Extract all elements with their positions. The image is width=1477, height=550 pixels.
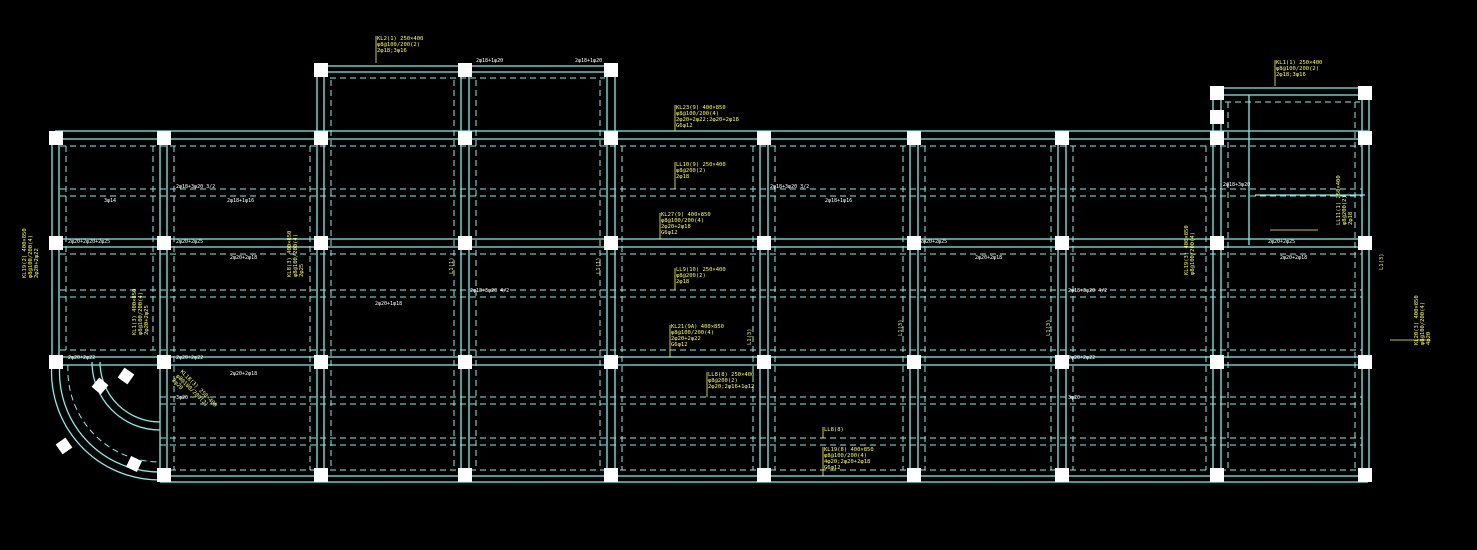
tag-left-2-line-1: KL1(3) 400×850 <box>132 289 138 335</box>
rebar-label: 2φ18+1φ16 <box>227 198 254 204</box>
tag-left-3-line-3: 2φ25 <box>299 264 305 277</box>
tag-kl1-line-3: 2φ18;3φ16 <box>1276 72 1306 78</box>
beam-tags: KL2(1) 250×400 φ8@100/200(2) 2φ18;3φ16 K… <box>22 36 1432 471</box>
main-beams <box>50 65 1370 483</box>
rebar-label: L1(1) <box>449 257 455 274</box>
tag-ll10-line-2: φ8@200(2) <box>676 168 706 174</box>
rebar-label: 3φ20 <box>1068 395 1080 401</box>
rebar-label: 2φ20+2φ18 <box>975 255 1002 261</box>
tag-ll10-line-3: 2φ18 <box>676 174 689 180</box>
rebar-label: 2φ20+1φ18 <box>375 301 402 307</box>
rebar-label: L1(3) <box>747 328 753 345</box>
tag-kl21-line-1: KL21(9A) 400×850 <box>671 324 724 330</box>
rebar-label: 2φ20+2φ18 <box>230 371 257 377</box>
tag-right-4-line-1: L1(3) <box>1379 253 1385 270</box>
rebar-label: 3φ14 <box>104 198 116 204</box>
rebar-label: 2φ20+2φ18 <box>230 255 257 261</box>
rebar-label: 2φ18+3φ20 <box>1223 182 1250 188</box>
rebar-label: 2φ18+1φ20 <box>575 58 602 64</box>
rebar-label: 2φ20+2φ22 <box>1068 355 1095 361</box>
tag-left-3-line-2: φ8@100/200(4) <box>293 234 299 277</box>
tag-kl27-line-3: 2φ20+2φ18 <box>661 224 691 230</box>
tag-kl23-line-1: KL23(9) 400×850 <box>676 105 726 111</box>
rebar-label: 2φ18+3φ20 3/2 <box>770 184 809 190</box>
rebar-label: 2φ20+2φ25 <box>920 239 947 245</box>
tag-kl1-line-1: KL1(1) 250×400 <box>1276 60 1322 66</box>
tag-kl19-line-2: φ8@100/200(4) <box>824 453 867 459</box>
tag-kl19-line-4: G6φ12 <box>824 465 841 471</box>
rebar-label: 2φ18+3φ20 4/2 <box>470 288 509 294</box>
tag-right-3-line-3: 4φ20 <box>1426 332 1432 345</box>
tag-kl1-line-2: φ8@100/200(2) <box>1276 66 1319 72</box>
tag-kl21-line-3: 2φ20+2φ22 <box>671 336 701 342</box>
rebar-label: 2φ20+2φ18 <box>1280 255 1307 261</box>
rebar-label: 2φ20+2φ25 <box>1268 239 1295 245</box>
tag-left-2-line-2: φ8@100/200(4) <box>138 292 144 335</box>
tag-kl2-line-1: KL2(1) 250×400 <box>377 36 423 42</box>
tag-ll8-line-3: 2φ20;2φ16+1φ12 <box>708 384 754 390</box>
tag-right-3-line-1: KL20(3) 400×850 <box>1414 295 1420 345</box>
tag-left-2-line-3: 2φ20+2φ25 <box>144 305 150 335</box>
tag-kl21-line-4: G6φ12 <box>671 342 688 348</box>
rebar-labels: 2φ18+1φ20 2φ18+1φ20 2φ18+3φ20 3/2 2φ18+1… <box>68 58 1307 401</box>
tag-kl27-line-4: G6φ12 <box>661 230 678 236</box>
tag-ll8-line-1: LL8(8) 250×400 <box>708 372 754 378</box>
rebar-label: L1(1) <box>596 257 602 274</box>
tag-left-4-line-1: KL18(3) 250×400 <box>179 369 218 408</box>
tag-kl27-line-1: KL27(9) 400×850 <box>661 212 711 218</box>
tag-kl19-line-3: 4φ20;2φ20+2φ18 <box>824 459 870 465</box>
tag-ll9-line-1: LL9(10) 250×400 <box>676 267 726 273</box>
rebar-label: L1(3) <box>1046 319 1052 336</box>
tag-kl2-line-3: 2φ18;3φ16 <box>377 48 407 54</box>
tag-ll10-line-1: LL10(9) 250×400 <box>676 162 726 168</box>
tag-left-1-line-2: φ8@100/200(4) <box>28 235 34 278</box>
tag-kl21-line-2: φ8@100/200(4) <box>671 330 714 336</box>
rebar-label: 2φ20+2φ20+2φ25 <box>68 239 110 245</box>
tag-right-2-line-1: LL11(1) 250×400 <box>1336 175 1342 225</box>
rebar-label: 2φ18+3φ20 4/2 <box>1068 288 1107 294</box>
rebar-label: L1(3) <box>898 319 904 336</box>
rebar-label: 2φ18+3φ20 3/2 <box>176 184 215 190</box>
tag-right-3-line-2: φ8@100/200(4) <box>1420 302 1426 345</box>
rebar-label: 2φ18+1φ16 <box>825 198 852 204</box>
tag-kl27-line-2: φ8@100/200(4) <box>661 218 704 224</box>
tag-right-2-line-2: φ8@200(2) <box>1342 195 1348 225</box>
rebar-label: 2φ20+2φ25 <box>176 239 203 245</box>
tag-kl2-line-2: φ8@100/200(2) <box>377 42 420 48</box>
rebar-label: 2φ20+2φ22 <box>68 355 95 361</box>
annotation-leaders <box>375 36 1430 476</box>
tag-left-3-line-1: KL8(3) 400×850 <box>287 231 293 277</box>
tag-kl19-line-1: KL19(8) 400×850 <box>824 447 874 453</box>
tag-ll9-line-2: φ8@200(2) <box>676 273 706 279</box>
tag-right-2-line-3: 2φ18 <box>1348 212 1354 225</box>
tag-ll9-line-3: 2φ18 <box>676 279 689 285</box>
columns <box>49 63 1372 482</box>
rebar-label: 3φ20 <box>176 395 188 401</box>
tag-left-1-line-1: KL19(2) 400×850 <box>22 228 28 278</box>
tag-kl23-line-2: φ8@100/200(4) <box>676 111 719 117</box>
tag-left-1-line-3: 2φ20+2φ22 <box>34 248 40 278</box>
tag-ll8-line-2: φ8@200(2) <box>708 378 738 384</box>
rebar-label: 2φ18+1φ20 <box>476 58 503 64</box>
tag-kl23-line-3: 2φ20+2φ22;2φ20+2φ18 <box>676 117 739 123</box>
rebar-label: 2φ20+2φ22 <box>176 355 203 361</box>
tag-right-1-line-2: φ8@100/200(4) <box>1190 232 1196 275</box>
secondary-beams <box>60 77 1362 471</box>
tag-right-1-line-1: KL19(3) 400×850 <box>1184 225 1190 275</box>
tag-kl23-line-4: G6φ12 <box>676 123 693 129</box>
tag-ll8-short: LL8(8) <box>824 427 844 433</box>
